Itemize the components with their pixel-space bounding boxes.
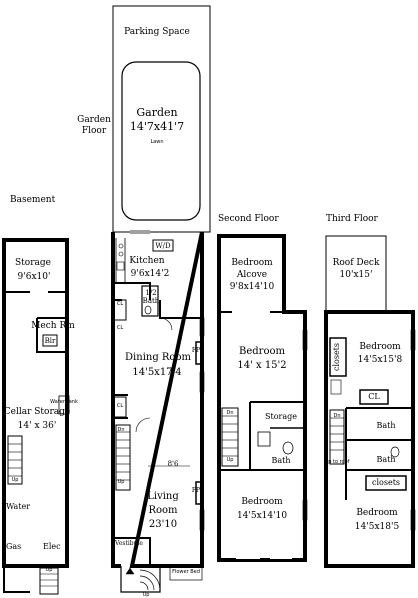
third-floor-title: Third Floor (326, 214, 378, 224)
parking-space-label: Parking Space (124, 27, 190, 37)
third-stair-down-label: Dn (333, 413, 341, 419)
vestibule-label: Vestibule (115, 540, 143, 547)
second-floor-plan (217, 234, 308, 562)
closet-label-1: CL (116, 301, 124, 307)
dimension-8-6: 8'6 (167, 460, 179, 468)
basement-plan (2, 238, 70, 595)
basement-stair-up-label: Up (11, 477, 19, 483)
stair-up-label: Up (117, 479, 125, 485)
third-bedroom-2-dimensions: 14'5x18'5 (354, 522, 400, 532)
stoop-up-label: Up (142, 592, 150, 598)
water-tank-label: Water Tank (50, 399, 78, 405)
bedroom-alcove-dimensions: 9'8x14'10 (229, 282, 275, 292)
second-storage-label: Storage (265, 412, 297, 421)
kitchen-label: Kitchen (129, 256, 165, 266)
third-bedroom-1-dimensions: 14'5x15'8 (357, 355, 403, 365)
kitchen-dimensions: 9'6x14'2 (130, 269, 170, 279)
second-bath-label: Bath (271, 456, 291, 465)
dining-room-label: Dining Room (125, 352, 191, 363)
garden-floor-title-line2: Floor (81, 126, 107, 136)
roof-deck-dimensions: 10'x15' (339, 270, 373, 280)
closet-label-3: CL (116, 403, 124, 409)
roof-deck-label: Roof Deck (332, 258, 380, 268)
garden-floor-plan (111, 5, 211, 593)
mech-room-label: Mech Rm (31, 321, 75, 331)
closet-label-2: CL (116, 325, 124, 331)
second-bedroom-1-dimensions: 14' x 15'2 (237, 360, 287, 371)
bedroom-alcove-label-2: Alcove (236, 270, 268, 280)
third-bedroom-2-label: Bedroom (356, 508, 398, 518)
second-bedroom-2-label: Bedroom (241, 497, 283, 507)
basement-storage-label: Storage (15, 258, 51, 268)
stair-down-label: Dn (117, 427, 125, 433)
second-stair-down-label: Dn (226, 410, 234, 416)
second-bedroom-1-label: Bedroom (239, 346, 285, 357)
cellar-storage-label: Cellar Storage (3, 407, 71, 417)
living-room-label: Living (147, 491, 179, 502)
cellar-storage-dimensions: 14' x 36' (17, 421, 57, 431)
closets-horizontal-label: closets (371, 478, 401, 487)
basement-storage-dimensions: 9'6x10' (17, 272, 51, 282)
flower-bed-label: Flower Bed (172, 569, 200, 575)
third-bath-1-label: Bath (376, 421, 396, 430)
closets-vertical-label: closets (332, 343, 341, 372)
lawn-label: Lawn (150, 139, 164, 145)
boiler-label: Blr (44, 337, 56, 345)
fireplace-label-1: FP (191, 347, 201, 354)
basement-title: Basement (10, 195, 56, 205)
wd-label: W/D (155, 242, 171, 250)
second-floor-title: Second Floor (218, 214, 279, 224)
garden-label: Garden (136, 106, 178, 119)
second-stair-up-label: Up (226, 457, 234, 463)
second-bedroom-2-dimensions: 14'5x14'10 (236, 511, 288, 521)
basement-stair-up-label-2: Up (45, 567, 53, 573)
half-bath-number: 1/2 (145, 289, 157, 297)
fireplace-label-2: FP (191, 487, 201, 494)
third-bedroom-1-label: Bedroom (359, 342, 401, 352)
gas-label: Gas (6, 542, 22, 551)
living-room-dimensions: 23'10 (148, 519, 178, 530)
electric-label: Elec (43, 542, 61, 551)
third-bath-2-label: Bath (376, 455, 396, 464)
half-bath-label: Bath (142, 297, 160, 305)
garden-dimensions: 14'7x41'7 (129, 120, 185, 133)
bedroom-alcove-label: Bedroom (231, 258, 273, 268)
garden-floor-title-line1: Garden (77, 115, 111, 125)
living-room-label-2: Room (148, 505, 178, 516)
water-label: Water (6, 502, 31, 511)
third-stair-up-label: Up to roof (324, 459, 350, 465)
third-closet-label: CL (368, 392, 380, 401)
dining-room-dimensions: 14'5x17'4 (132, 367, 182, 378)
third-floor-plan (324, 235, 416, 568)
